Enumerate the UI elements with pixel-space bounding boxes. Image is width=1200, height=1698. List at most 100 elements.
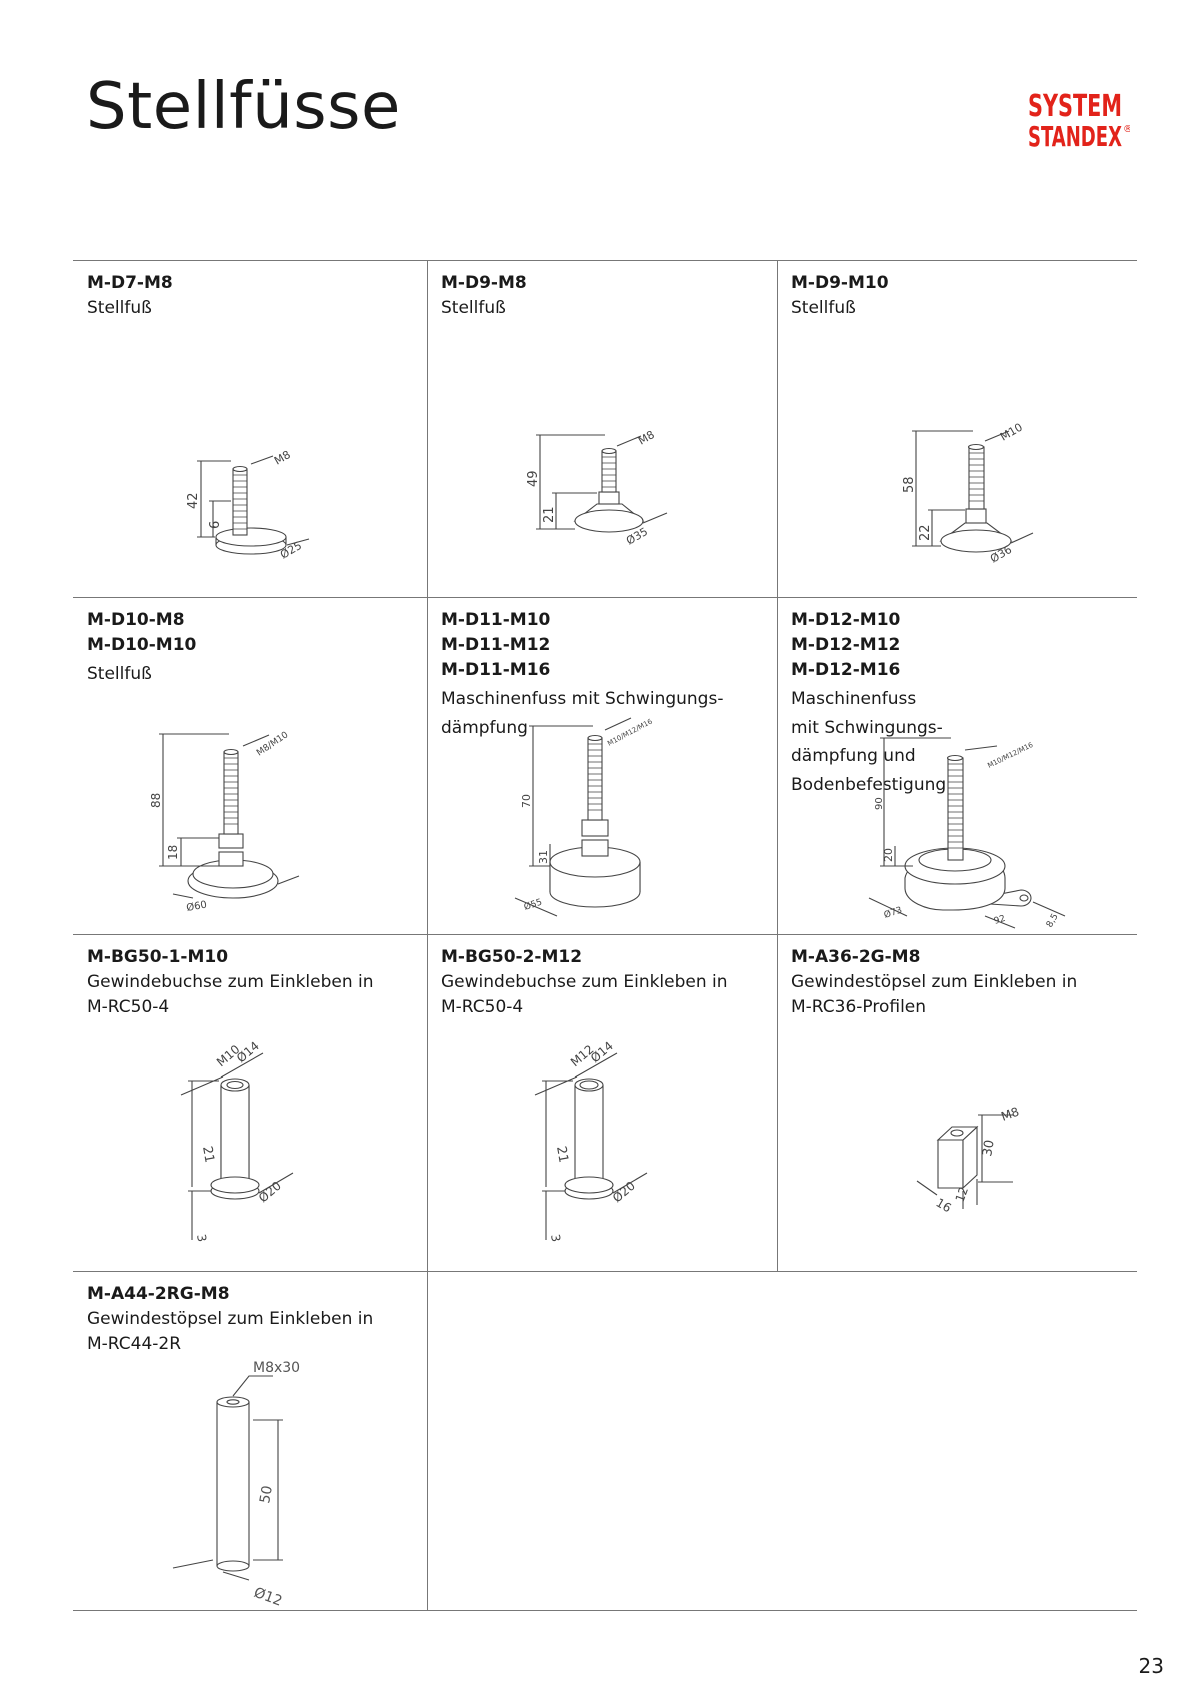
dim-diameter: Ø60 <box>185 899 207 914</box>
product-codes: M-A44-2RG-M8 Gewindestöpsel zum Einklebe… <box>87 1282 373 1357</box>
grid-rule <box>73 1610 1137 1611</box>
dim-diameter-flange: Ø20 <box>610 1179 638 1206</box>
description-line: dämpfung <box>441 717 528 738</box>
dim-height: 21 <box>199 1145 217 1164</box>
product-cell-m-d9-m10: M-D9-M10 Stellfuß 58 22 M10 Ø36 <box>777 261 1117 598</box>
product-code: M-D12-M10 <box>791 610 901 630</box>
product-code: M-D10-M10 <box>87 635 197 655</box>
description-line: M-RC44-2R <box>87 1334 182 1354</box>
technical-drawing: M10 Ø14 21 Ø20 3 <box>180 1039 294 1243</box>
dim-thread: M8 <box>636 428 657 448</box>
technical-drawing: 70 31 M10/M12/M16 Ø55 <box>514 717 654 917</box>
product-description: Stellfuß <box>87 664 152 684</box>
product-cell-m-bg50-2-m12: M-BG50-2-M12 Gewindebuchse zum Einkleben… <box>427 935 767 1272</box>
description-line: Bodenbefestigung <box>791 774 947 795</box>
dim-height: 90 <box>874 797 885 810</box>
product-description: Gewindebuchse zum Einkleben in M-RC50-4 <box>87 970 374 1020</box>
product-codes: M-D9-M8 Stellfuß <box>441 271 527 321</box>
product-code: M-A44-2RG-M8 <box>87 1284 230 1304</box>
product-code: M-D12-M12 <box>791 635 901 655</box>
dim-thread: M8 <box>272 448 293 468</box>
technical-drawing: M8x30 50 Ø12 <box>172 1360 300 1609</box>
product-cell-m-d12: M-D12-M10 M-D12-M12 M-D12-M16 Maschinenf… <box>777 598 1117 935</box>
grid-rule <box>73 1271 1137 1272</box>
dim-base: 20 <box>882 848 895 862</box>
product-cell-m-d11: M-D11-M10 M-D11-M12 M-D11-M16 Maschinenf… <box>427 598 767 935</box>
page-number: 23 <box>1138 1654 1164 1678</box>
logo-line2: STANDEX <box>1028 120 1122 153</box>
product-codes: M-D7-M8 Stellfuß <box>87 271 173 321</box>
product-cell-m-d10: M-D10-M8 M-D10-M10 Stellfuß 88 18 M8/M10… <box>73 598 413 935</box>
dim-base: 22 <box>918 524 933 541</box>
description-line: M-RC50-4 <box>87 997 170 1017</box>
description-line: Gewindestöpsel zum Einkleben in <box>87 1309 374 1329</box>
dim-hole: 8,5 <box>1045 912 1061 929</box>
dim-depth: 12 <box>953 1185 971 1204</box>
product-codes: M-BG50-2-M12 Gewindebuchse zum Einkleben… <box>441 945 728 1020</box>
dim-flange: 3 <box>194 1233 209 1243</box>
dim-height: 30 <box>980 1139 998 1158</box>
product-code: M-BG50-2-M12 <box>441 947 583 967</box>
grid-rule <box>777 261 778 1271</box>
product-code: M-D9-M8 <box>441 273 527 293</box>
grid-rule <box>73 597 1137 598</box>
product-cell-m-a44-2rg-m8: M-A44-2RG-M8 Gewindestöpsel zum Einklebe… <box>73 1272 413 1609</box>
technical-drawing: 42 6 M8 Ø25 <box>186 448 310 562</box>
system-standex-logo: SYSTEM STANDEX ® <box>1028 90 1130 153</box>
dim-thread: M10 <box>998 421 1025 444</box>
page-title: Stellfüsse <box>86 70 401 144</box>
product-description: Stellfuß <box>441 298 506 318</box>
dim-length: 50 <box>257 1484 276 1504</box>
dim-diameter: Ø12 <box>252 1585 285 1609</box>
product-code: M-A36-2G-M8 <box>791 947 921 967</box>
description-line: Maschinenfuss <box>791 689 917 709</box>
grid-rule <box>427 261 428 1610</box>
dim-height: 88 <box>149 793 163 808</box>
dim-base: 18 <box>166 845 180 860</box>
description-line: M-RC50-4 <box>441 997 524 1017</box>
description-line: Gewindebuchse zum Einkleben in <box>87 972 374 992</box>
dim-height: 42 <box>186 492 201 509</box>
technical-drawing: 58 22 M10 Ø36 <box>902 421 1034 566</box>
product-cell-m-bg50-1-m10: M-BG50-1-M10 Gewindebuchse zum Einkleben… <box>73 935 413 1272</box>
product-code: M-BG50-1-M10 <box>87 947 229 967</box>
dim-length: 92 <box>993 914 1007 927</box>
grid-rule <box>73 934 1137 935</box>
dim-height: 21 <box>553 1145 571 1164</box>
product-codes: M-BG50-1-M10 Gewindebuchse zum Einkleben… <box>87 945 374 1020</box>
description-line: M-RC36-Profilen <box>791 997 927 1017</box>
technical-drawing: 49 21 M8 Ø35 <box>526 428 668 548</box>
description-line: mit Schwingungs- <box>791 717 943 738</box>
dim-flange: 3 <box>548 1233 563 1243</box>
product-codes: M-D10-M8 M-D10-M10 Stellfuß <box>87 608 196 689</box>
product-description: Gewindestöpsel zum Einkleben in M-RC36-P… <box>791 970 1077 1020</box>
product-description: Gewindestöpsel zum Einkleben in M-RC44-2… <box>87 1307 373 1357</box>
description-line: Gewindestöpsel zum Einkleben in <box>791 972 1078 992</box>
product-code: M-D10-M8 <box>87 610 185 630</box>
dim-base: 21 <box>542 506 557 523</box>
dim-thread: M8/M10 <box>255 730 290 758</box>
product-code: M-D11-M16 <box>441 660 551 680</box>
dim-width: 16 <box>934 1195 954 1215</box>
dim-height: 58 <box>902 476 917 493</box>
dim-thread: M10/M12/M16 <box>986 741 1035 770</box>
dim-thread: M8 <box>999 1105 1021 1124</box>
technical-drawing: 88 18 M8/M10 Ø60 <box>149 730 300 914</box>
product-description: Gewindebuchse zum Einkleben in M-RC50-4 <box>441 970 728 1020</box>
grid-rule <box>73 260 1137 261</box>
dim-thread: M8x30 <box>253 1360 300 1376</box>
product-code: M-D11-M10 <box>441 610 551 630</box>
product-code: M-D11-M12 <box>441 635 551 655</box>
product-codes: M-D11-M10 M-D11-M12 M-D11-M16 Maschinenf… <box>441 608 723 742</box>
description-line: Gewindebuchse zum Einkleben in <box>441 972 728 992</box>
dim-diameter: Ø55 <box>523 897 544 913</box>
product-cell-m-a36-2g-m8: M-A36-2G-M8 Gewindestöpsel zum Einkleben… <box>777 935 1117 1272</box>
product-cell-m-d7-m8: M-D7-M8 Stellfuß 42 6 M8 Ø25 <box>73 261 413 598</box>
product-description: Stellfuß <box>791 298 856 318</box>
logo-registered: ® <box>1123 124 1130 135</box>
dim-diameter-flange: Ø20 <box>256 1179 284 1206</box>
dim-diameter: Ø73 <box>883 905 904 921</box>
product-description: Stellfuß <box>87 298 152 318</box>
logo-line1: SYSTEM <box>1028 90 1122 124</box>
product-codes: M-D9-M10 Stellfuß <box>791 271 889 321</box>
